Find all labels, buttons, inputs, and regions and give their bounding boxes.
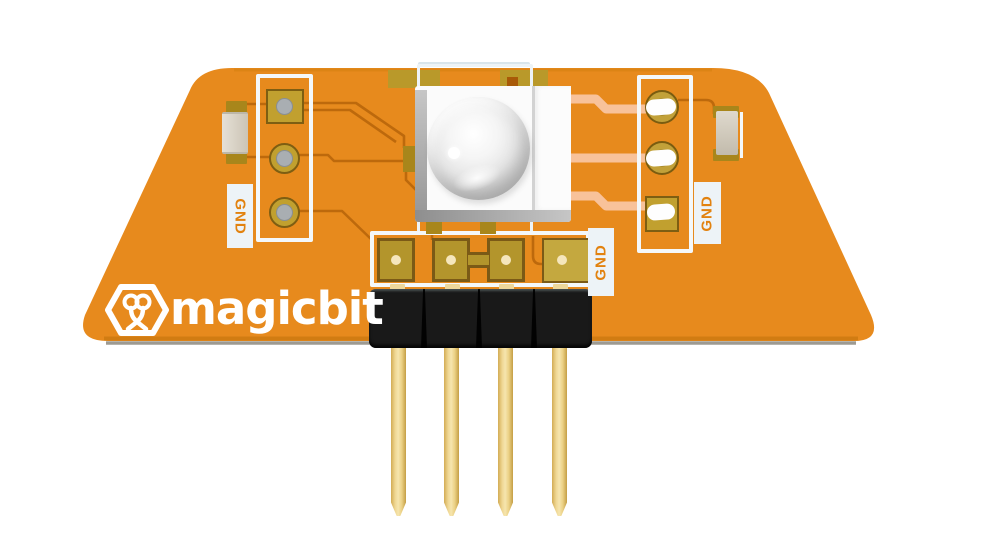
left-pad-3-round	[269, 197, 300, 228]
header-pin-1	[391, 348, 406, 516]
logo-hexagon	[105, 284, 169, 336]
gnd-label-bottom-text: GND	[592, 243, 610, 281]
right-pad-1-glare	[645, 97, 677, 117]
left-smd-pad-bottom	[226, 151, 247, 164]
right-pad-2-glare	[645, 148, 677, 168]
magicbit-logo-icon	[105, 284, 169, 336]
pin-top-3	[499, 284, 514, 291]
left-pad-2-hole	[276, 150, 293, 167]
pin-header-notch-1	[421, 289, 427, 348]
top-edge-mark	[507, 77, 518, 89]
header-pad-3-hole	[501, 255, 511, 265]
left-pad-2-round	[269, 143, 300, 174]
header-pin-3	[498, 348, 513, 516]
logo-ribbon-left	[128, 305, 149, 332]
header-pin-2	[444, 348, 459, 516]
pin-top-2	[445, 284, 460, 291]
header-pad-4-hole	[557, 255, 567, 265]
package-flange	[535, 86, 571, 210]
left-pad-3-hole	[276, 204, 293, 221]
header-pad-1-hole	[391, 255, 401, 265]
package-bottom-bevel	[415, 210, 571, 222]
pin-top-4	[553, 284, 568, 291]
led-bottom-stub-2	[480, 222, 496, 234]
led-side-pad	[403, 146, 416, 172]
led-bottom-stub-1	[426, 222, 442, 234]
brand-text: magicbit	[170, 282, 384, 335]
left-pad-1-hole	[276, 98, 293, 115]
copper-traces-highlighted	[560, 94, 660, 211]
header-pin-4	[552, 348, 567, 516]
gnd-label-left: GND	[227, 184, 253, 248]
header-pad-2-hole	[446, 255, 456, 265]
gnd-label-right-text: GND	[699, 194, 716, 232]
left-smd-pad-top	[226, 101, 247, 114]
right-smd-capacitor	[716, 111, 738, 155]
package-divider	[532, 86, 535, 210]
top-solder-tab-left	[388, 70, 440, 88]
right-pad-3-glare	[646, 203, 676, 221]
package-left-bevel	[415, 90, 427, 212]
right-smd-silkscreen-line	[740, 112, 743, 158]
right-connector-silkscreen	[637, 75, 693, 253]
pin-top-1	[390, 284, 405, 291]
gnd-label-right: GND	[694, 182, 721, 244]
gnd-label-left-text: GND	[231, 197, 249, 235]
header-pad-bridge	[468, 252, 489, 268]
pin-header-notch-2	[476, 289, 482, 348]
left-connector-silkscreen	[256, 74, 313, 242]
dome-highlight-dot	[448, 147, 460, 159]
left-smd-capacitor	[222, 112, 248, 154]
pin-header-block	[369, 289, 592, 348]
pin-header-notch-3	[531, 289, 537, 348]
gnd-label-bottom-header: GND	[588, 228, 614, 296]
logo-ribbon-right	[125, 305, 146, 332]
